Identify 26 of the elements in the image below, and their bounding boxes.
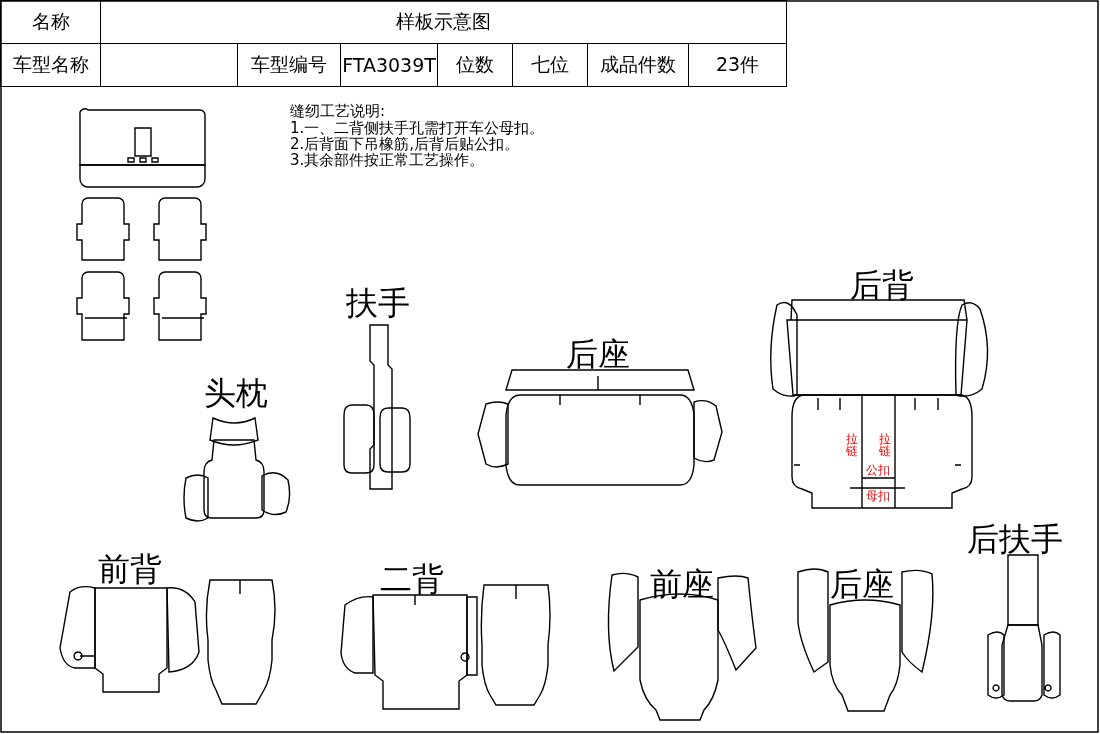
- note-line: 3.其余部件按正常工艺操作。: [290, 152, 485, 168]
- part-name: 后座: [830, 564, 894, 605]
- part-name: 前座: [650, 564, 714, 605]
- part-name: 二背: [380, 559, 444, 600]
- part-name: 后背: [850, 265, 914, 306]
- note-heading: 缝纫工艺说明:: [290, 103, 386, 119]
- annotation: 拉链: [846, 433, 859, 457]
- field-label: 位数: [456, 52, 494, 77]
- field-label: 成品件数: [600, 52, 676, 77]
- part-name: 扶手: [346, 283, 410, 324]
- annotation: 母扣: [866, 490, 890, 502]
- annotation: 公扣: [866, 464, 890, 476]
- field-value: 七位: [531, 52, 569, 77]
- part-name: 头枕: [204, 373, 268, 414]
- note-line: 2.后背面下吊橡筋,后背后贴公扣。: [290, 136, 520, 152]
- annotation: 拉链: [879, 433, 892, 457]
- table-title: 样板示意图: [396, 9, 492, 34]
- part-name: 后扶手: [967, 519, 1063, 560]
- part-name: 后座: [566, 334, 630, 375]
- field-label: 车型名称: [12, 52, 89, 77]
- field-label: 名称: [31, 9, 70, 34]
- field-label: 车型编号: [251, 52, 327, 77]
- field-value: 23件: [715, 52, 760, 77]
- note-line: 1.一、二背侧扶手孔需打开车公母扣。: [290, 120, 545, 136]
- field-value: FTA3039T: [342, 54, 436, 76]
- part-name: 前背: [98, 549, 162, 590]
